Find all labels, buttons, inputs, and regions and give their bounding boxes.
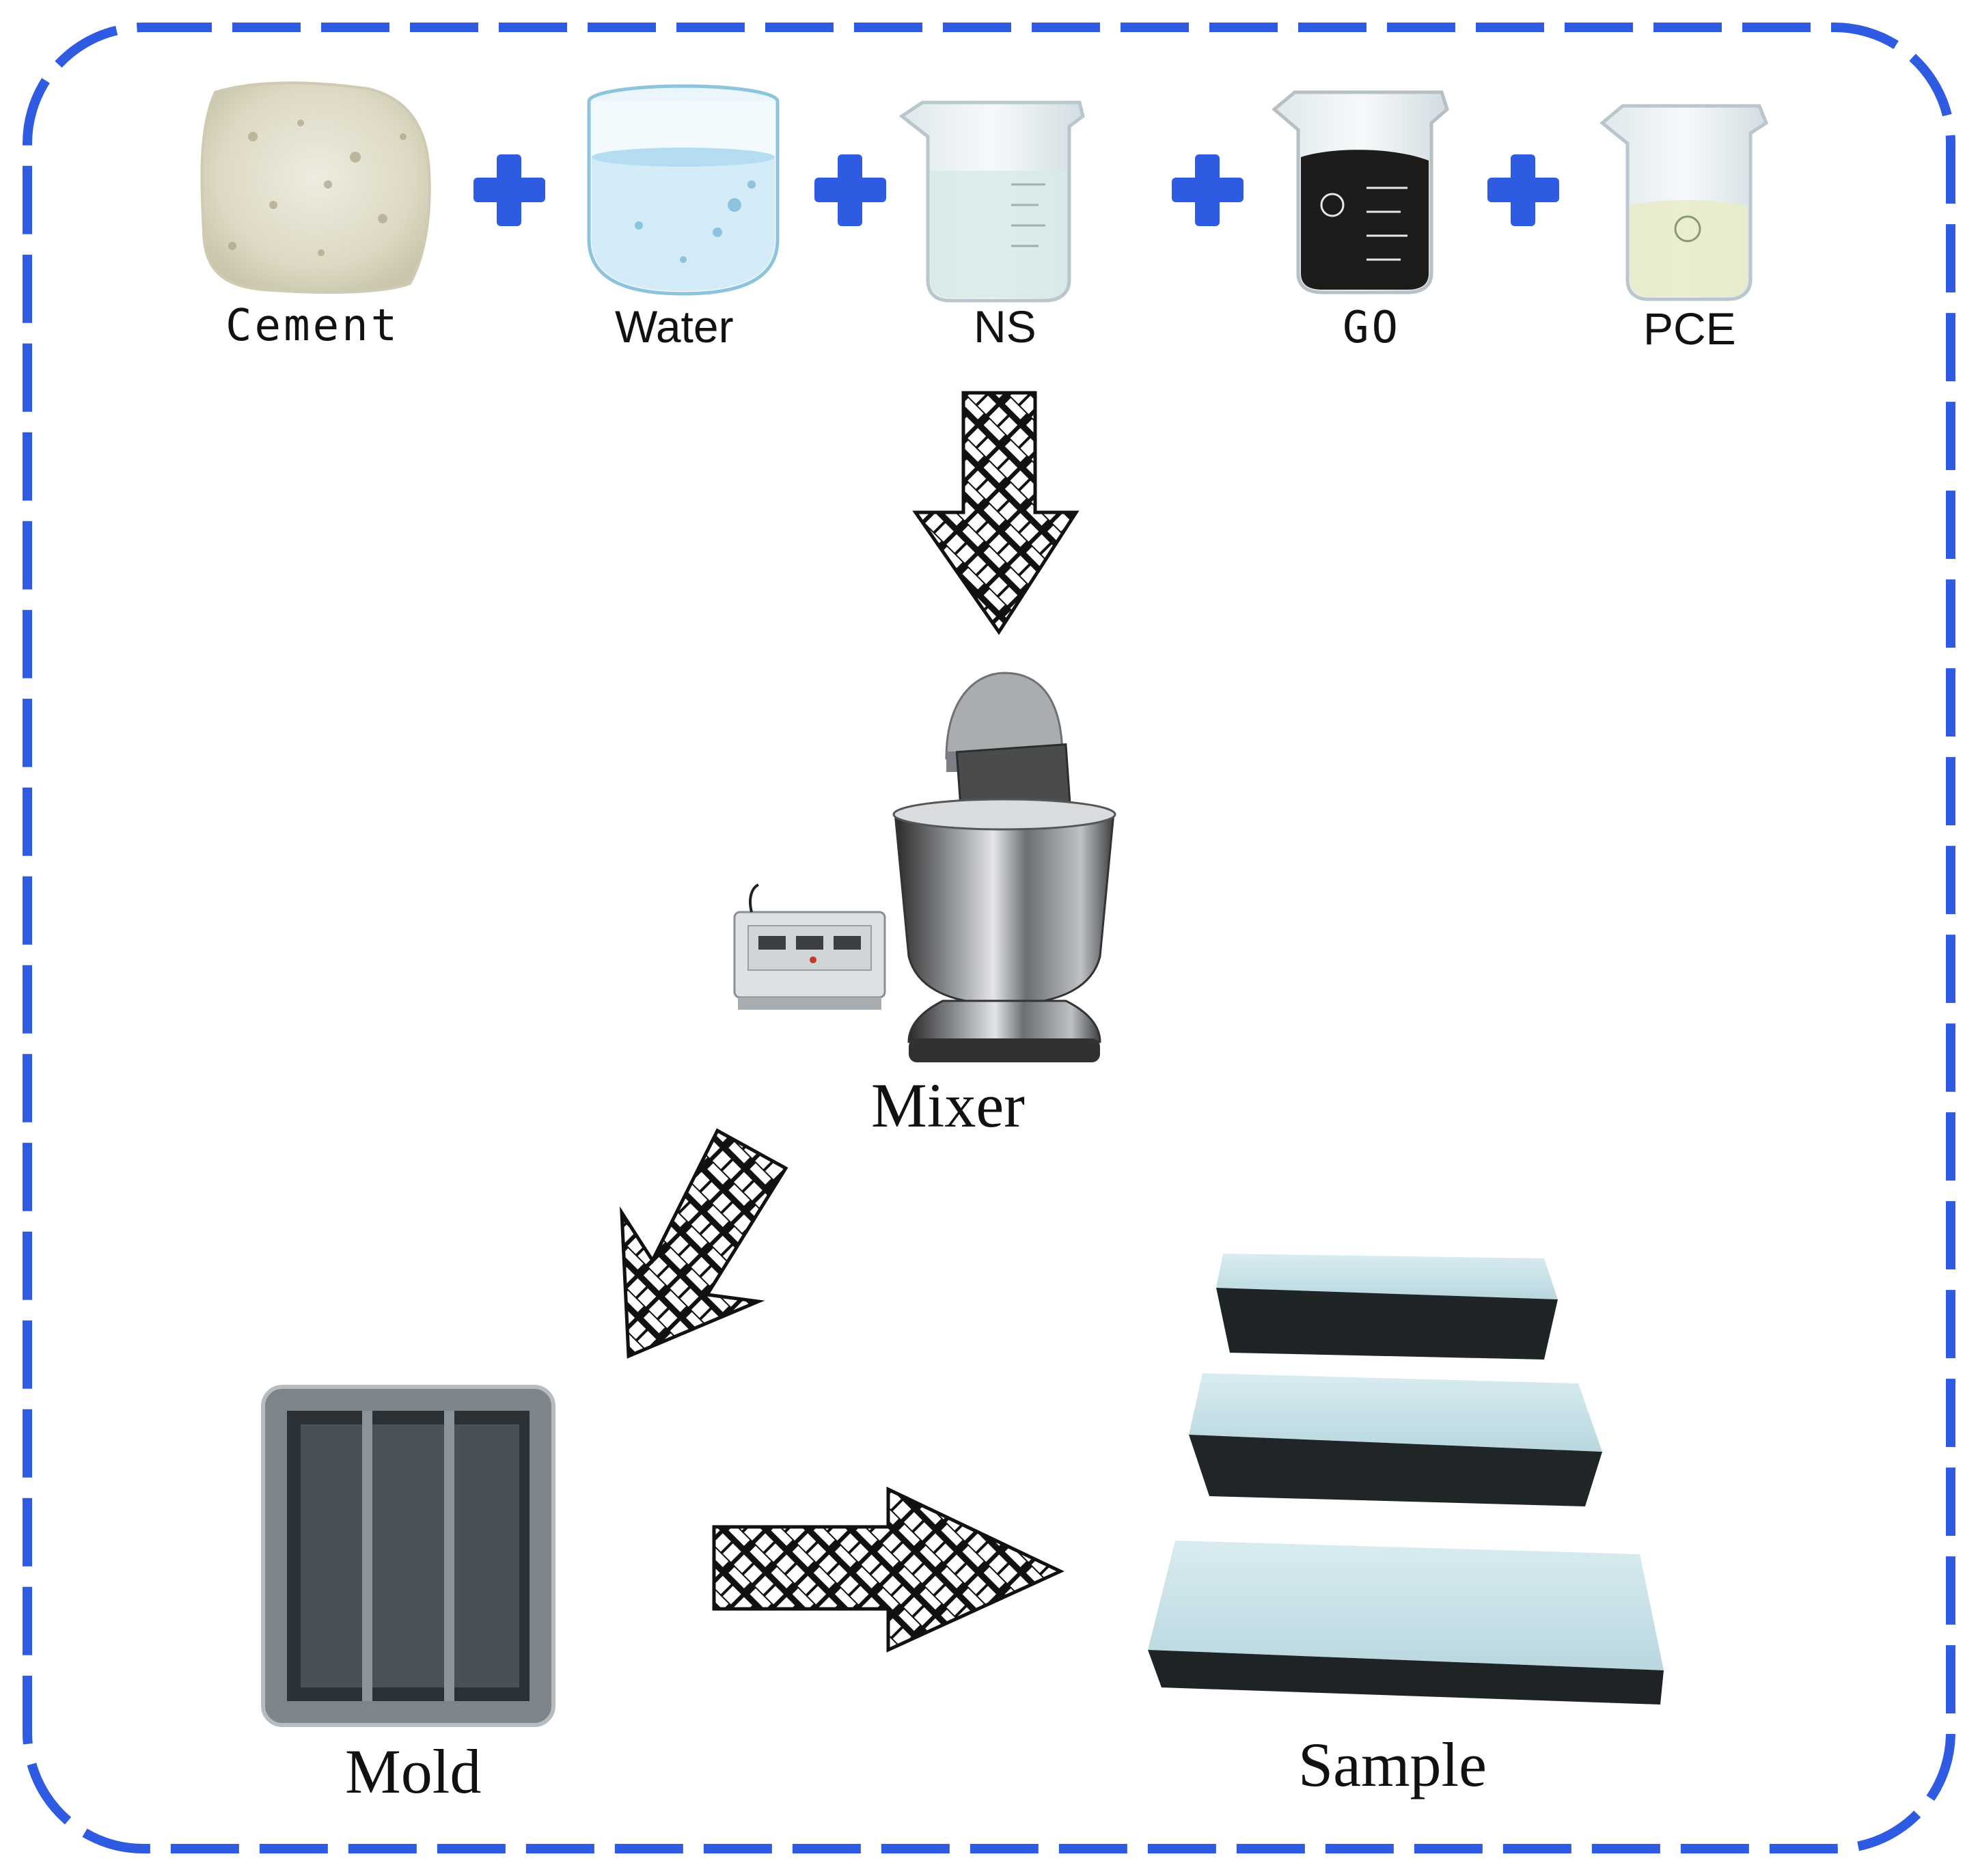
right-arrow-icon bbox=[712, 1487, 1064, 1653]
mixer-image bbox=[733, 672, 1116, 1062]
dashed-border bbox=[23, 23, 1955, 1853]
ingredient-label-go: GO bbox=[1343, 303, 1401, 353]
cement-powder-image bbox=[200, 81, 431, 294]
mold-image bbox=[261, 1385, 555, 1727]
plus-icon bbox=[473, 154, 545, 226]
plus-icon bbox=[1487, 154, 1559, 226]
ingredient-label-water: Water bbox=[615, 301, 734, 352]
down-arrow-icon bbox=[912, 391, 1080, 635]
ingredient-label-ns: NS bbox=[974, 301, 1036, 352]
plus-icon bbox=[814, 154, 886, 226]
ingredient-label-cement: Cement bbox=[225, 301, 400, 351]
ns-beaker-image bbox=[898, 100, 1085, 303]
diagonal-arrow-icon bbox=[620, 1128, 788, 1359]
ingredient-label-pce: PCE bbox=[1643, 303, 1736, 354]
plus-icon bbox=[1172, 154, 1244, 226]
go-beaker-image bbox=[1272, 90, 1449, 294]
step-label-mixer: Mixer bbox=[871, 1071, 1025, 1140]
water-glass-image bbox=[587, 84, 780, 296]
pce-beaker-image bbox=[1599, 104, 1769, 301]
step-label-sample: Sample bbox=[1298, 1730, 1487, 1799]
step-label-mold: Mold bbox=[345, 1737, 482, 1806]
sample-bars-image bbox=[1148, 1254, 1664, 1705]
